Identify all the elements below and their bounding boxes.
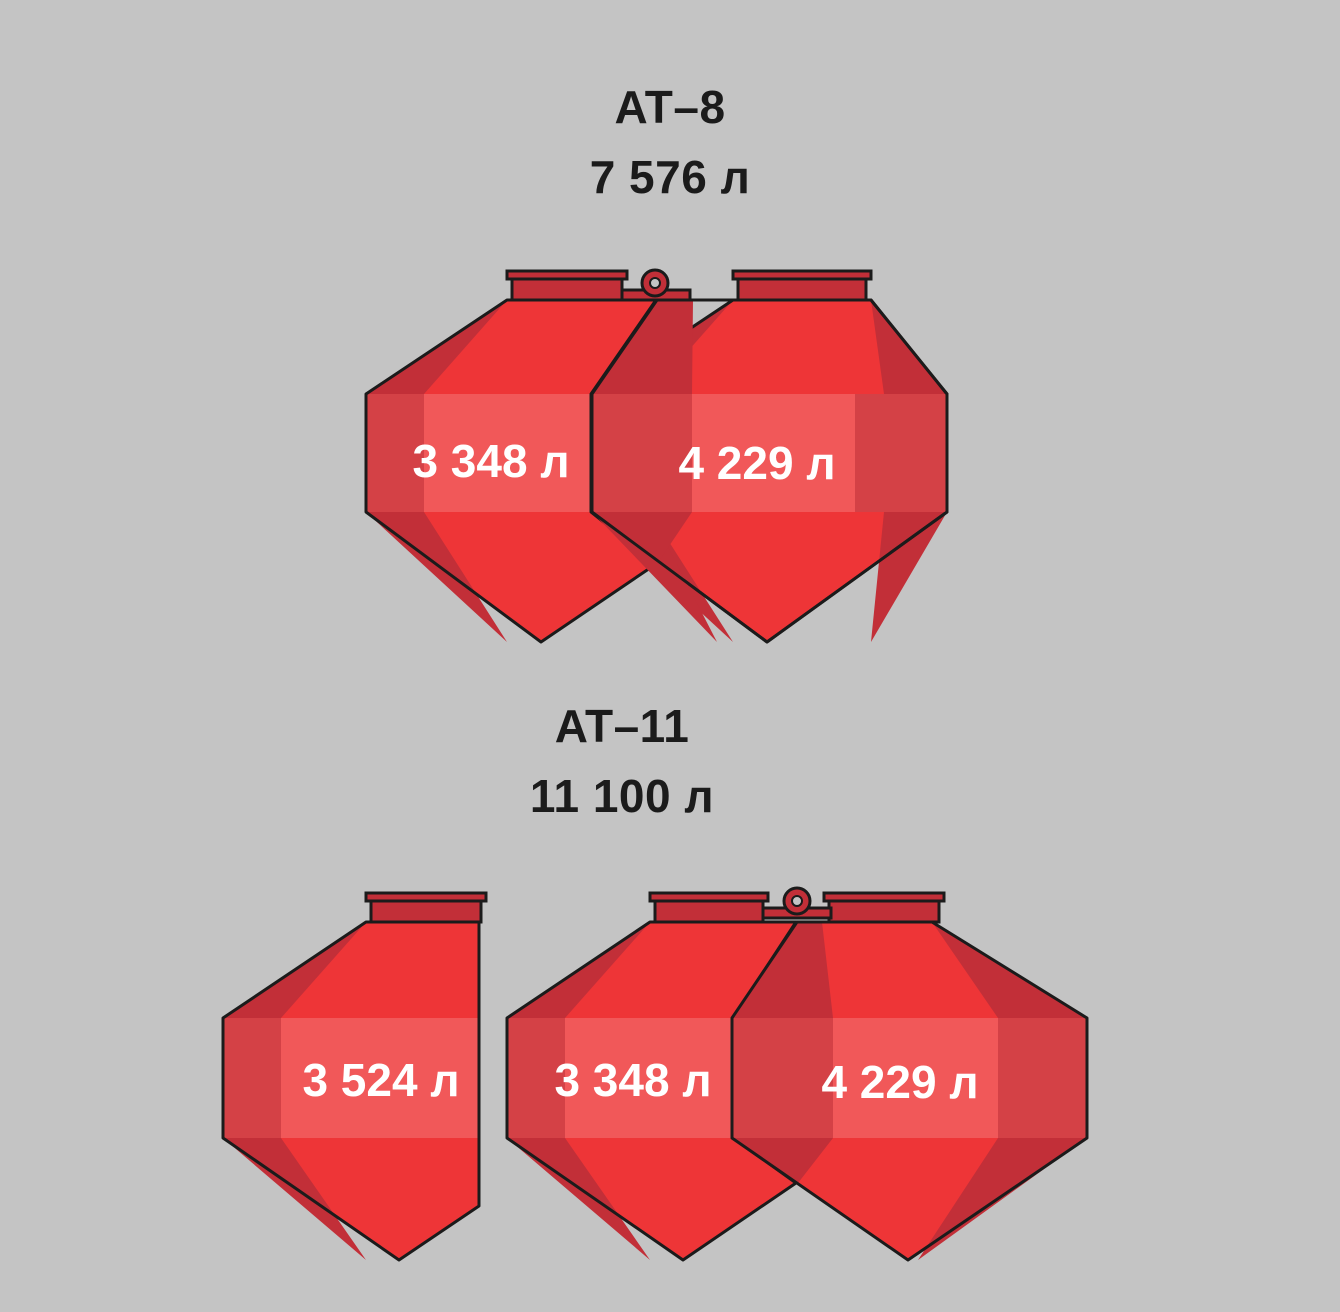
at11-tank-half-volume: 3 524 л: [302, 1054, 459, 1106]
at8-tank-right-volume: 4 229 л: [678, 437, 835, 489]
at8-tank-left-volume: 3 348 л: [412, 435, 569, 487]
at11-tank-left-volume: 3 348 л: [554, 1054, 711, 1106]
at11-tank-right: 4 229 л: [730, 891, 1089, 1262]
at11-model-title: AT–11: [554, 700, 690, 752]
at8-hinge-icon: [620, 268, 692, 302]
at8-tank-left: 3 348 л: [364, 269, 658, 644]
at11-tank-left: 3 348 л: [505, 891, 798, 1262]
at8-tank-right: 4 229 л: [590, 269, 949, 644]
at11-total-volume: 11 100 л: [529, 770, 715, 822]
at8-total-volume: 7 576 л: [589, 151, 751, 203]
at8-model-title: AT–8: [614, 81, 726, 133]
at11-hinge-icon: [761, 886, 833, 920]
at11-tank-half: 3 524 л: [221, 891, 488, 1262]
at11-tank-right-volume: 4 229 л: [821, 1056, 978, 1108]
